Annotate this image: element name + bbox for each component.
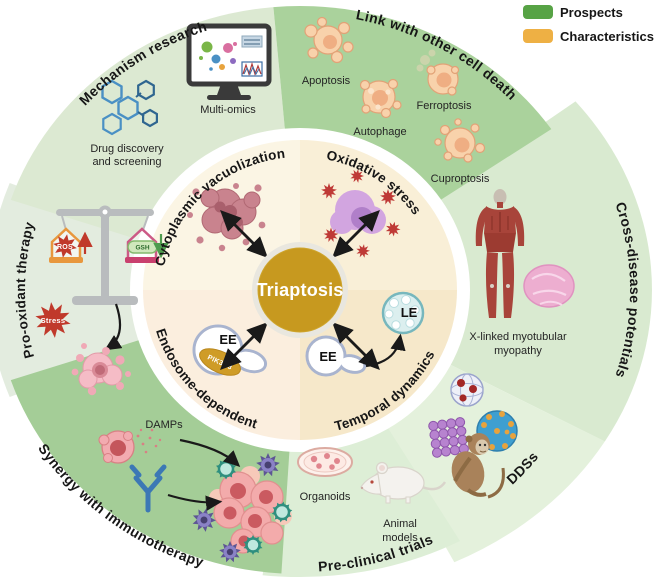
myopathy-label-line2: myopathy [494,345,542,357]
ee-label-temporal: EE [319,349,337,364]
nanoparticle-cube-icon [428,417,469,458]
scale-to-cell-arrow [104,303,123,351]
drug-discovery-label-line2: and screening [92,156,161,168]
tumor-cluster-icon [192,453,293,563]
center-circle [257,247,343,333]
multi-omics-label: Multi-omics [200,104,256,116]
cuproptosis-label: Cuproptosis [431,173,490,185]
legend-characteristics-label: Characteristics [560,29,654,44]
ros-burst-icon [321,169,401,258]
muscle-tissue-icon [523,264,575,308]
ros-label: ROS [57,244,73,251]
center-arrows [220,210,380,370]
legend-prospects-swatch [523,5,553,19]
cuproptosis-cell-icon [434,118,486,163]
dying-cell-icon [98,428,162,464]
immune-cell-purple-icon [192,453,280,563]
organoids-label: Organoids [300,491,351,503]
muscular-body-icon [475,189,525,318]
animal-models-label-line2: models [382,532,418,544]
gsh-label: GSH [135,245,149,252]
drug-discovery-label-line1: Drug discovery [90,143,164,155]
sector-cross-disease [300,101,652,442]
ee-label-endosome: EE [219,332,237,347]
antibody-icon [129,464,167,513]
myopathy-label-line1: X-linked myotubular [469,331,567,343]
ferroptosis-cell-icon [416,49,460,96]
center-title: Triaptosis [256,280,343,300]
legend-prospects-label: Prospects [560,5,623,20]
autophagy-cell-icon [359,78,402,119]
legend-characteristics-swatch [523,29,553,43]
legend: Prospects Characteristics [523,5,654,44]
nanoparticle-mesh-icon [450,373,484,407]
le-label: LE [401,305,418,320]
stress-label: Stress [41,316,66,325]
damps-to-tumor-arrow [179,438,241,468]
gsh-pan-icon: GSH [125,227,169,263]
mouse-icon [360,461,447,504]
stress-burst-icon: Stress [35,302,71,338]
petri-dish-icon [297,447,353,477]
damps-label: DAMPs [145,419,183,431]
ferroptosis-label: Ferroptosis [416,100,472,112]
autophage-label: Autophage [353,126,406,138]
antibody-to-tumor-arrow [167,493,223,511]
late-endosome-icon: LE [381,291,425,335]
animal-models-label-line1: Animal [383,518,417,530]
drug-molecules-icon [101,79,158,136]
ros-pan-icon: ROS [49,227,93,263]
apoptosis-cell-icon [304,16,354,64]
stressed-cell-icon [71,343,131,396]
balance-scale-icon: ROS GSH [49,205,169,305]
monkey-icon [451,433,505,499]
multi-omics-monitor-icon [186,23,272,100]
apoptosis-label: Apoptosis [302,75,351,87]
